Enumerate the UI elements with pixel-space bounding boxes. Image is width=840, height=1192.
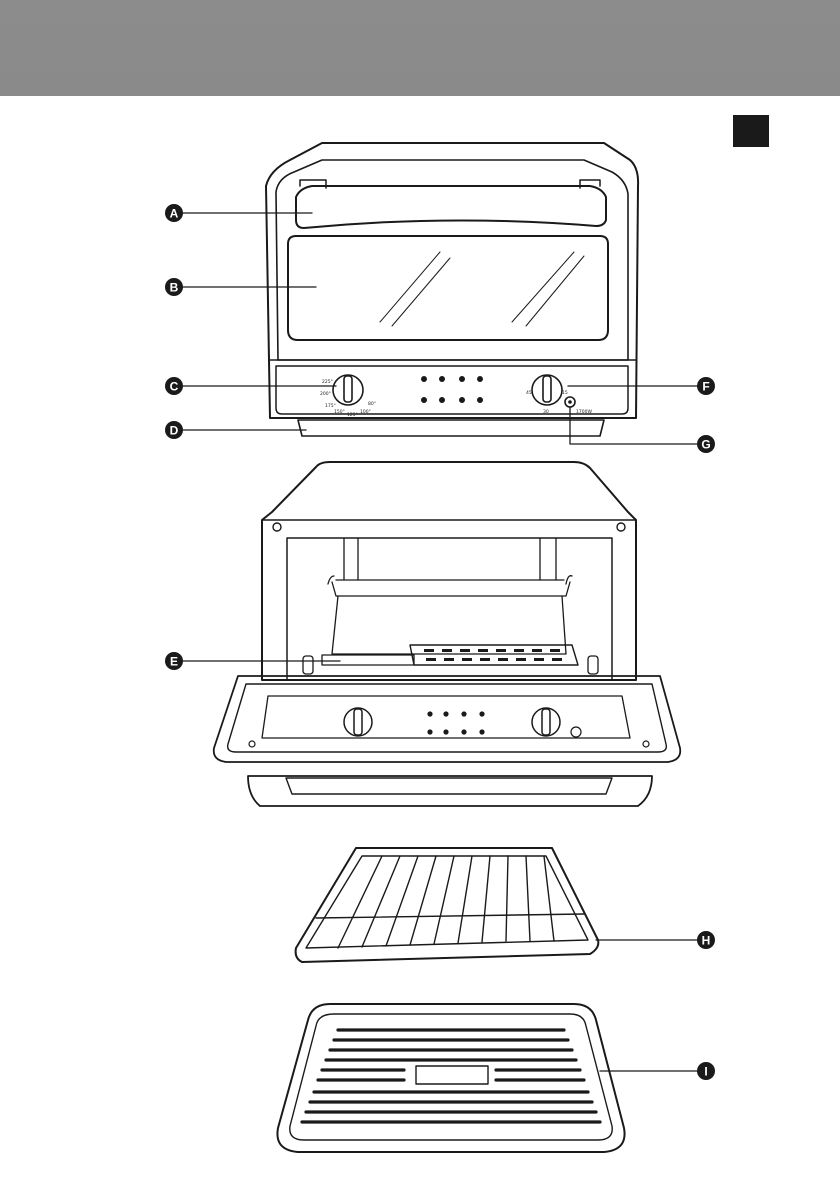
temp-mark-125: 125° <box>347 412 358 418</box>
timer-knob-front <box>532 375 562 405</box>
callout-e: E <box>165 652 183 670</box>
callout-b: B <box>165 278 183 296</box>
callout-e-label: E <box>170 655 178 669</box>
callout-g: G <box>697 435 715 453</box>
power-rating: 1700W <box>576 409 592 415</box>
baking-tray <box>277 1004 624 1152</box>
temp-mark-200: 200° <box>320 391 331 397</box>
timer-mark-45: 45 <box>526 390 532 396</box>
callout-g-label: G <box>701 438 710 452</box>
temp-mark-225: 225° <box>322 379 333 385</box>
callout-a: A <box>165 204 183 222</box>
temperature-knob-door <box>344 708 372 736</box>
function-icons-door <box>427 711 484 734</box>
timer-knob-door <box>532 708 560 736</box>
glass-window <box>288 236 608 340</box>
callout-d-label: D <box>170 424 179 438</box>
door-handle <box>296 180 606 228</box>
callout-c: C <box>165 377 183 395</box>
timer-mark-30: 30 <box>543 409 549 415</box>
callout-a-label: A <box>170 207 179 221</box>
oven-open-view <box>214 462 681 806</box>
temp-mark-100: 100° <box>360 409 371 415</box>
callout-c-label: C <box>170 380 179 394</box>
heating-element <box>303 645 598 674</box>
callout-h: H <box>697 931 715 949</box>
callout-i: I <box>697 1062 715 1080</box>
timer-mark-15: 15 <box>562 390 568 396</box>
function-icons-front <box>421 376 483 403</box>
temperature-knob-front <box>333 375 363 405</box>
temp-mark-175: 175° <box>325 403 336 409</box>
callout-h-label: H <box>702 934 711 948</box>
callout-b-label: B <box>170 281 179 295</box>
crumb-tray <box>298 420 604 436</box>
temp-mark-80: 80° <box>368 401 376 407</box>
callout-d: D <box>165 421 183 439</box>
temp-mark-150: 150° <box>334 409 345 415</box>
callout-f-label: F <box>702 380 709 394</box>
wire-rack <box>296 848 599 962</box>
callout-i-label: I <box>704 1065 707 1079</box>
callout-f: F <box>697 377 715 395</box>
